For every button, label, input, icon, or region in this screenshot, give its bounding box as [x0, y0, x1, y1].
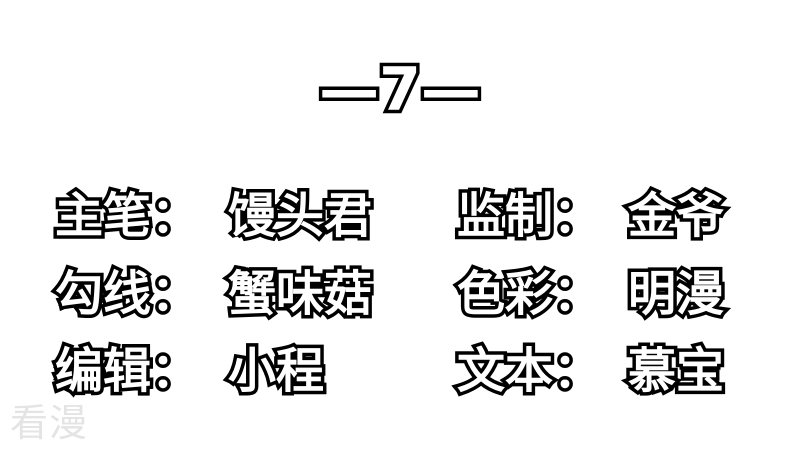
credit-label-script: 文本：: [453, 340, 604, 403]
credit-value-color: 明漫: [624, 263, 727, 326]
credit-value-lead-artist: 馒头君: [224, 185, 375, 248]
credit-label-lead-artist: 主笔：: [51, 185, 202, 248]
credit-value-script: 慕宝: [624, 340, 727, 403]
credit-value-lineart: 蟹味菇: [224, 263, 375, 326]
watermark: 看漫: [10, 401, 89, 445]
credit-label-lineart: 勾线：: [51, 263, 202, 326]
credit-label-color: 色彩：: [453, 263, 604, 326]
chapter-title: —7—: [316, 52, 485, 129]
credit-value-editor: 小程: [224, 340, 327, 403]
credit-label-supervisor: 监制：: [453, 185, 604, 248]
credit-value-supervisor: 金爷: [624, 185, 727, 248]
credit-label-editor: 编辑：: [51, 340, 202, 403]
